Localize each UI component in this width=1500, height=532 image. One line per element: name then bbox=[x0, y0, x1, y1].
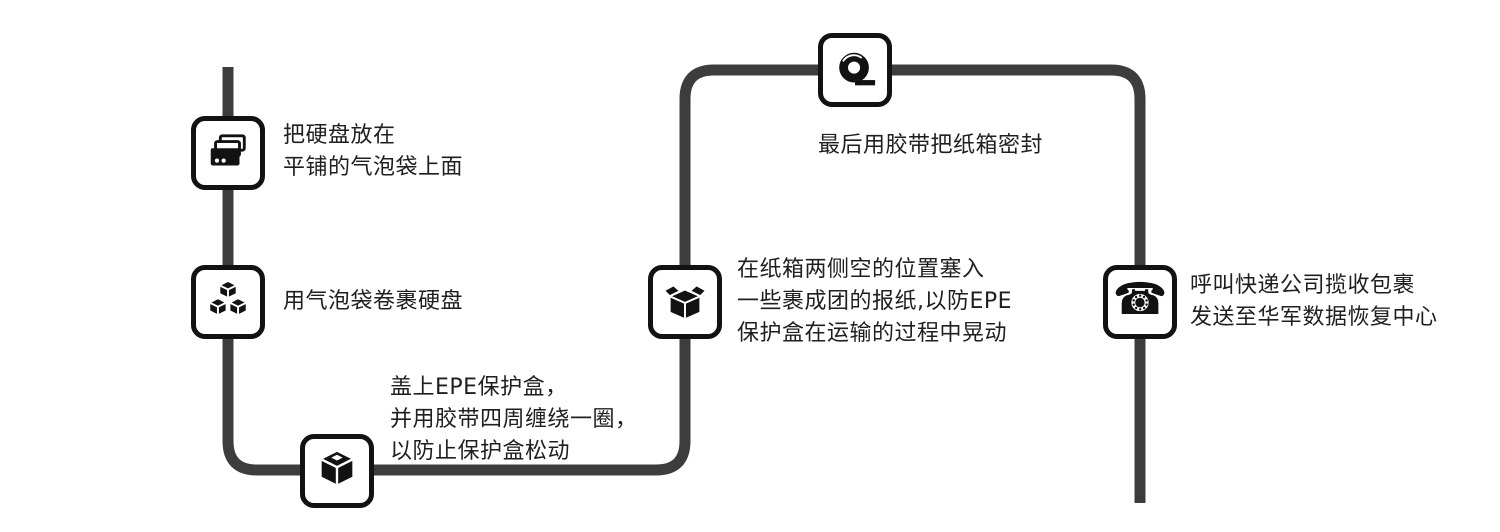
step-5-label: 最后用胶带把纸箱密封 bbox=[818, 130, 1043, 162]
tape-roll-icon bbox=[839, 52, 876, 86]
open-carton-icon bbox=[662, 284, 708, 321]
step-1-icon-box bbox=[191, 116, 265, 190]
step-6-label: 呼叫快递公司揽收包裹 发送至华军数据恢复中心 bbox=[1190, 270, 1438, 334]
sealed-cube-icon bbox=[321, 451, 353, 485]
step-6-label-line-1: 呼叫快递公司揽收包裹 bbox=[1190, 273, 1416, 298]
bubble-wrap-cubes-icon bbox=[208, 279, 248, 317]
step-1-label: 把硬盘放在 平铺的气泡袋上面 bbox=[283, 120, 463, 184]
step-1-label-line-2: 平铺的气泡袋上面 bbox=[283, 155, 464, 180]
hard-drive-stack-icon bbox=[210, 134, 246, 166]
step-4-icon-box bbox=[648, 265, 722, 339]
step-3-label-line-2: 并用胶带四周缠绕一圈， bbox=[390, 407, 638, 432]
step-6-icon-box: ☎ bbox=[1103, 265, 1177, 339]
step-3-label: 盖上EPE保护盒， 并用胶带四周缠绕一圈， 以防止保护盒松动 bbox=[390, 372, 638, 468]
step-5-label-line-1: 最后用胶带把纸箱密封 bbox=[818, 133, 1044, 158]
step-3-label-line-3: 以防止保护盒松动 bbox=[390, 439, 571, 464]
step-2-label-line-1: 用气泡袋卷裹硬盘 bbox=[283, 289, 464, 314]
step-1-label-line-1: 把硬盘放在 bbox=[283, 123, 396, 148]
step-4-label: 在纸箱两侧空的位置塞入 一些裹成团的报纸,以防EPE 保护盒在运输的过程中晃动 bbox=[737, 254, 1012, 350]
telephone-icon: ☎ bbox=[1112, 274, 1168, 325]
step-2-label: 用气泡袋卷裹硬盘 bbox=[283, 286, 463, 318]
step-5-icon-box bbox=[818, 33, 892, 107]
step-4-label-line-2: 一些裹成团的报纸,以防EPE bbox=[737, 289, 1013, 314]
step-2-icon-box bbox=[191, 265, 265, 339]
step-4-label-line-1: 在纸箱两侧空的位置塞入 bbox=[737, 257, 985, 282]
step-3-icon-box bbox=[300, 434, 374, 508]
step-4-label-line-3: 保护盒在运输的过程中晃动 bbox=[737, 321, 1008, 346]
step-6-label-line-2: 发送至华军数据恢复中心 bbox=[1190, 305, 1438, 330]
step-3-label-line-1: 盖上EPE保护盒， bbox=[390, 375, 568, 400]
